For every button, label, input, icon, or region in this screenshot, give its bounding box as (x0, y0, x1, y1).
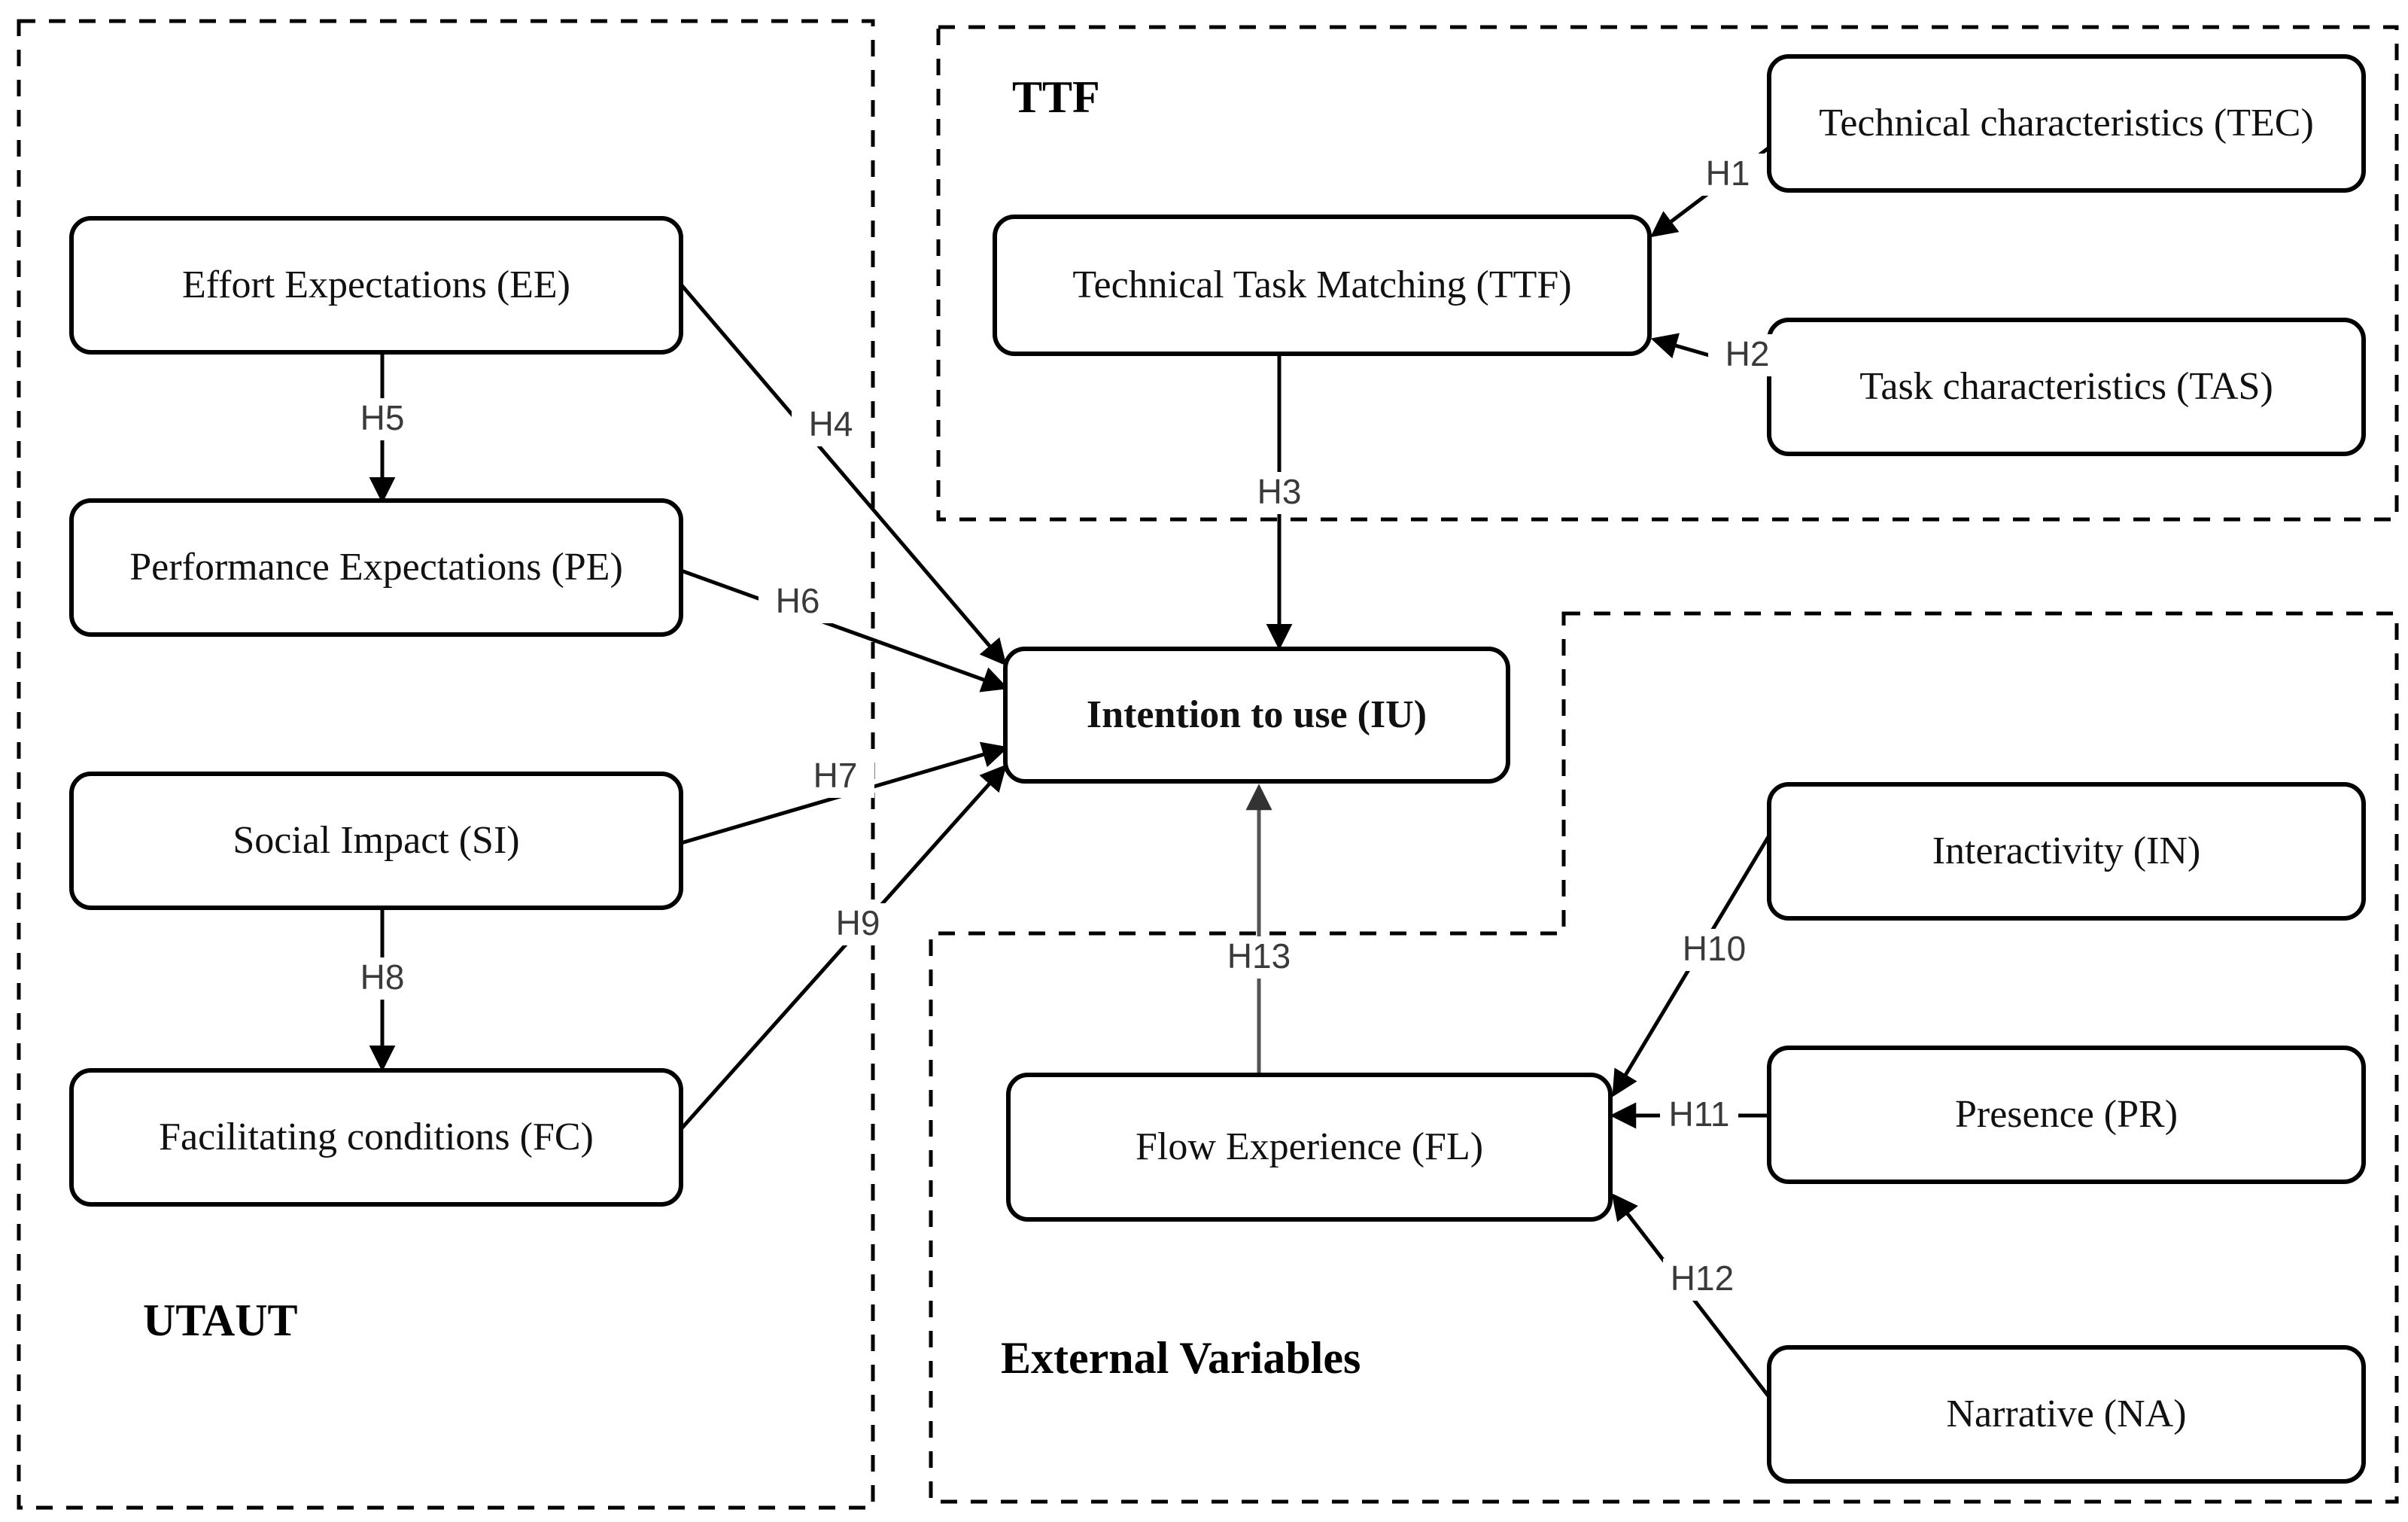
node-label-fc: Facilitating conditions (FC) (159, 1116, 594, 1158)
hypothesis-label-backdrop (343, 398, 421, 440)
node-box-pe (69, 498, 683, 637)
node-label-in: Interactivity (IN) (1932, 829, 2201, 872)
hypothesis-label-h2: H2 (1725, 334, 1770, 373)
group-label-ttf: TTF (1012, 72, 1100, 122)
hypothesis-label-backdrop (819, 903, 897, 945)
hypothesis-label-h1: H1 (1706, 154, 1750, 193)
node-label-tec: Technical characteristics (TEC) (1819, 102, 2314, 145)
hypothesis-label-backdrop (343, 957, 421, 1000)
node-label-iu: Intention to use (IU) (1087, 693, 1427, 736)
node-label-pr: Presence (PR) (1955, 1093, 2178, 1136)
node-box-na (1767, 1345, 2366, 1484)
node-pe[interactable]: Performance Expectations (PE) (69, 498, 683, 637)
edge-h4 (680, 283, 1007, 666)
node-in[interactable]: Interactivity (IN) (1767, 782, 2366, 921)
hypothesis-label-backdrop (1675, 929, 1753, 971)
node-label-ttf: Technical Task Matching (TTF) (1072, 263, 1571, 306)
edge-h9 (680, 764, 1007, 1131)
node-pr[interactable]: Presence (PR) (1767, 1046, 2366, 1184)
node-si[interactable]: Social Impact (SI) (69, 772, 683, 910)
construct-nodes: Effort Expectations (EE) Performance Expe… (69, 54, 2366, 1484)
hypothesis-label-backdrop (792, 404, 870, 446)
node-label-si: Social Impact (SI) (233, 819, 519, 862)
node-box-fc (69, 1068, 683, 1207)
hypothesis-label-h10: H10 (1683, 929, 1746, 968)
node-box-pr (1767, 1046, 2366, 1184)
node-label-na: Narrative (NA) (1946, 1393, 2186, 1435)
hypothesis-label-h12: H12 (1671, 1259, 1734, 1298)
node-label-fl: Flow Experience (FL) (1136, 1125, 1483, 1168)
hypothesis-label-h13: H13 (1227, 936, 1291, 976)
group-region-ttf (936, 25, 2399, 522)
node-na[interactable]: Narrative (NA) (1767, 1345, 2366, 1484)
hypothesis-label-backdrop (1660, 1094, 1738, 1137)
hypothesis-label-h3: H3 (1257, 472, 1302, 511)
node-box-ttf (993, 215, 1652, 356)
hypothesis-label-backdrop (796, 756, 874, 798)
node-fl[interactable]: Flow Experience (FL) (1006, 1073, 1613, 1222)
hypothesis-label-backdrop (1220, 936, 1298, 979)
node-box-fl (1006, 1073, 1613, 1222)
node-box-iu (1003, 647, 1510, 784)
node-tas[interactable]: Task characteristics (TAS) (1767, 318, 2366, 456)
hypothesis-label-h4: H4 (809, 404, 853, 443)
node-label-ee: Effort Expectations (EE) (182, 263, 570, 306)
group-label-external: External Variables (1001, 1333, 1361, 1383)
edge-h6 (680, 568, 1009, 693)
hypothesis-label-h9: H9 (836, 903, 880, 942)
node-label-tas: Task characteristics (TAS) (1859, 365, 2273, 408)
hypothesis-label-h6: H6 (776, 581, 820, 620)
hypothesis-label-backdrop (1708, 334, 1786, 376)
node-tec[interactable]: Technical characteristics (TEC) (1767, 54, 2366, 193)
node-box-tec (1767, 54, 2366, 193)
group-title-labels: UTAUT TTF External Variables (143, 72, 1361, 1383)
node-box-ee (69, 216, 683, 355)
node-label-pe: Performance Expectations (PE) (129, 546, 623, 589)
node-fc[interactable]: Facilitating conditions (FC) (69, 1068, 683, 1207)
hypothesis-label-h7: H7 (813, 756, 858, 795)
node-box-in (1767, 782, 2366, 921)
hypothesis-label-h5: H5 (360, 398, 405, 437)
hypothesis-label-h11: H11 (1669, 1094, 1730, 1134)
node-box-tas (1767, 318, 2366, 456)
hypothesis-label-backdrop (1689, 154, 1767, 196)
hypothesis-label-backdrop (1663, 1259, 1741, 1301)
node-ttf[interactable]: Technical Task Matching (TTF) (993, 215, 1652, 356)
hypothesis-label-backdrop (1240, 472, 1318, 514)
group-label-utaut: UTAUT (143, 1295, 298, 1345)
node-box-si (69, 772, 683, 910)
hypothesis-label-h8: H8 (360, 957, 405, 997)
node-iu[interactable]: Intention to use (IU) (1003, 647, 1510, 784)
node-ee[interactable]: Effort Expectations (EE) (69, 216, 683, 355)
hypothesis-label-backdrop (759, 581, 837, 623)
